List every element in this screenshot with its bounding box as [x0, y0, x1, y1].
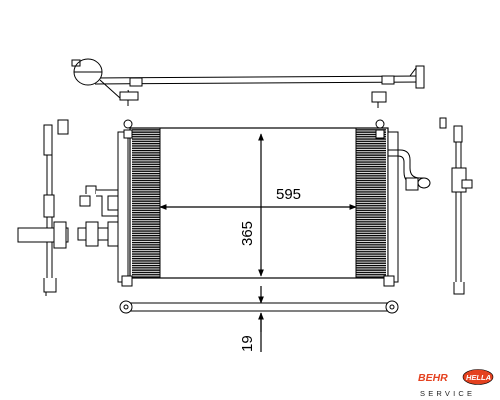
left-connector: [77, 185, 121, 247]
condenser-core: [117, 119, 399, 287]
brand-name: BEHR: [418, 372, 448, 384]
dimension-lines: [159, 133, 357, 352]
right-side-view: [439, 117, 473, 295]
height-dimension-label: 365: [239, 221, 256, 246]
brand-partner-badge: [462, 369, 494, 385]
left-side-view: [17, 119, 69, 296]
thickness-dimension-label: 19: [239, 335, 256, 352]
right-outlet-pipe: [388, 149, 431, 191]
top-view: [71, 58, 425, 108]
brand-partner: HELLA: [466, 373, 491, 382]
bottom-rail: [119, 300, 399, 314]
width-dimension-label: 595: [276, 186, 301, 203]
brand-tagline: SERVICE: [420, 389, 475, 398]
brand-logo: BEHR HELLA SERVICE: [418, 369, 494, 398]
